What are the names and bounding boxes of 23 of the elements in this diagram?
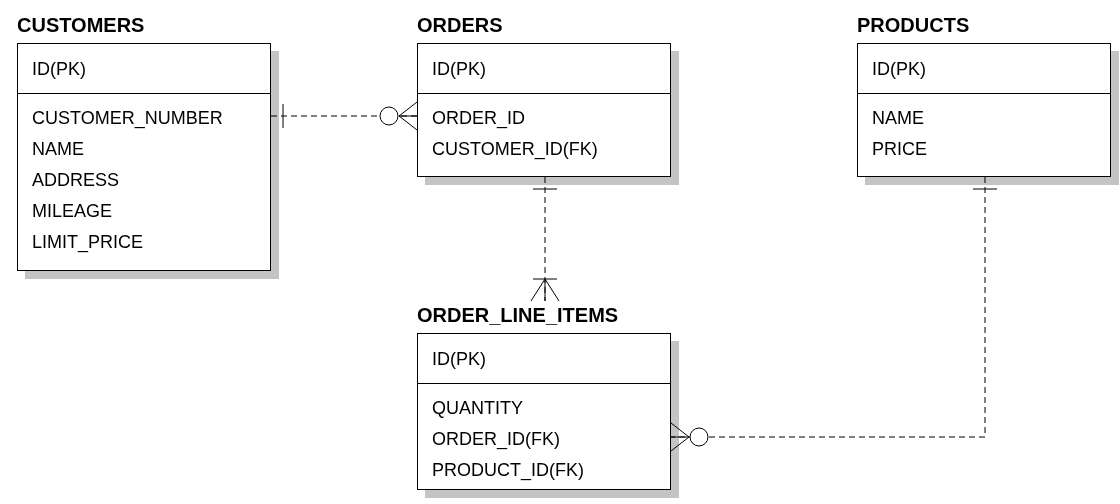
attribute-field: NAME [872,103,924,134]
attribute-field: ORDER_ID [432,103,525,134]
attribute-field: NAME [32,134,84,165]
attribute-field: QUANTITY [432,393,523,424]
primary-key-field: ID(PK) [432,347,486,370]
attribute-field: MILEAGE [32,196,113,227]
relationship-line [670,176,998,452]
relationship-line [530,176,560,302]
primary-key-field: ID(PK) [32,57,86,80]
attribute-field: CUSTOMER_ID(FK) [432,134,598,165]
entity-name: ORDERS [417,13,503,38]
relationship-line [270,101,418,131]
attribute-field: PRODUCT_ID(FK) [432,455,584,486]
attribute-field: PRICE [872,134,927,165]
entity-name: ORDER_LINE_ITEMS [417,303,619,328]
attribute-field: CUSTOMER_NUMBER [32,103,223,134]
primary-key-field: ID(PK) [432,57,486,80]
entity-name: PRODUCTS [857,13,970,38]
attribute-field: LIMIT_PRICE [32,227,144,258]
primary-key-field: ID(PK) [872,57,926,80]
entity-name: CUSTOMERS [17,13,145,38]
attribute-field: ADDRESS [32,165,120,196]
attribute-field: ORDER_ID(FK) [432,424,560,455]
